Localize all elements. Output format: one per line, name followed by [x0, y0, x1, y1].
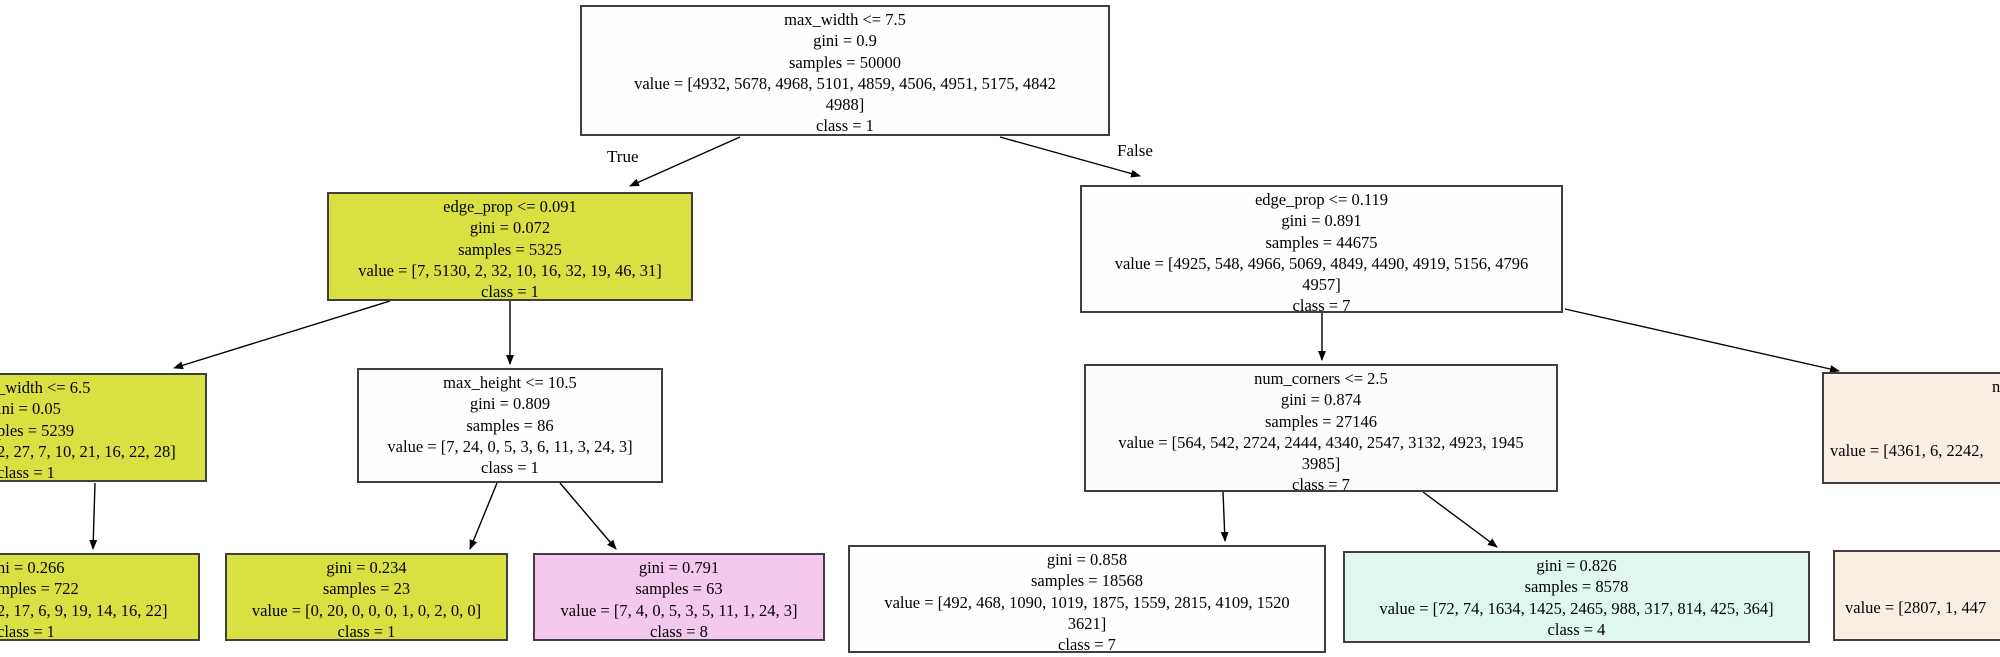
node-line: samples = 27146 [1265, 411, 1377, 431]
node-line: class = 7 [1292, 296, 1351, 316]
node-line: max_width <= 7.5 [784, 10, 906, 29]
node-line: samples = 63 [635, 579, 723, 599]
node-line: 3985] [1301, 454, 1341, 474]
node-line: gini = 0.826 [1536, 556, 1617, 575]
node-line: samples = 8578 [1524, 577, 1629, 597]
node-line: gini = 0.072 [469, 218, 551, 238]
node-line: edge_prop <= 0.119 [1254, 190, 1388, 209]
node-line: gini = 0.234 [326, 558, 407, 577]
node-line: class = 1 [481, 282, 539, 302]
node-line: samples = 50000 [789, 52, 901, 72]
node-line: ini = 0.05 [0, 399, 61, 419]
node-line: _width <= 6.5 [0, 378, 91, 397]
node-line: 4957] [1302, 275, 1341, 295]
node-line: value = [7, 4, 0, 5, 3, 5, 11, 1, 24, 3] [560, 600, 798, 620]
node-line: class = 4 [1547, 619, 1606, 639]
node-line [1835, 618, 2000, 639]
edge-label-false: False [1117, 141, 1153, 160]
node-line [1824, 461, 2000, 482]
node-line: value = [4925, 548, 4966, 5069, 4849, 44… [1114, 253, 1529, 273]
edge-l2right-to-farright [1564, 308, 1840, 373]
node-line [1835, 554, 2000, 575]
edge-root-true [629, 136, 741, 187]
node-line: 4988] [825, 95, 865, 115]
node-line: value = [72, 74, 1634, 1425, 2465, 988, … [1379, 598, 1774, 618]
node-line: class = 1 [337, 621, 396, 641]
node-line: class = 1 [0, 621, 55, 641]
node-line: gini = 0.809 [469, 394, 551, 414]
node-line: mples = 722 [0, 579, 79, 599]
node-line [1824, 397, 2000, 418]
edge-right-to-l4c [1220, 491, 1229, 542]
node-line: value = [4932, 5678, 4968, 5101, 4859, 4… [634, 73, 1056, 93]
node-line: num_corners <= 2.5 [1254, 369, 1388, 388]
node-line: value = [0, 20, 0, 0, 0, 1, 0, 2, 0, 0] [251, 600, 482, 620]
edge-label-true: True [607, 147, 639, 166]
node-line: value = [2807, 1, 447 [1845, 597, 1987, 617]
node-line: value = [4361, 6, 2242, [1830, 440, 1984, 460]
edge-right-to-l4d [1422, 491, 1498, 548]
node-line: edge_prop <= 0.091 [443, 197, 577, 216]
node-line [1835, 575, 2000, 596]
node-line [1824, 419, 2000, 440]
node-line: samples = 44675 [1265, 232, 1378, 252]
node-line: gini = 0.891 [1281, 211, 1362, 231]
node-line: class = 1 [481, 458, 539, 478]
edge-farleft-to-l4farleft [89, 482, 98, 550]
node-line: value = [7, 5130, 2, 32, 10, 16, 32, 19,… [358, 260, 662, 280]
node-line: samples = 86 [466, 415, 554, 435]
tree-leaf-bottom-right-cut: value = [2807, 1, 447 [1833, 550, 2000, 641]
node-line: class = 7 [1292, 475, 1350, 495]
node-line: value = [492, 468, 1090, 1019, 1875, 155… [884, 592, 1290, 612]
node-line: gini = 0.858 [1046, 550, 1128, 569]
node-line: ni = 0.266 [0, 558, 65, 577]
node-line: gini = 0.9 [813, 31, 877, 51]
node-line: gini = 0.791 [638, 558, 720, 577]
node-line: class = 1 [816, 116, 874, 136]
edge-mid-to-l4a [469, 482, 498, 550]
node-line: class = 8 [650, 621, 708, 641]
node-line: samples = 5325 [458, 239, 562, 259]
tree-node-far-right-cut: n value = [4361, 6, 2242, [1822, 372, 2000, 484]
node-line: samples = 18568 [1031, 571, 1143, 591]
node-line: value = [564, 542, 2724, 2444, 4340, 254… [1118, 432, 1524, 452]
node-line: ples = 5239 [0, 420, 75, 440]
node-line: 3621] [1067, 613, 1107, 633]
node-line: max_height <= 10.5 [443, 373, 577, 392]
node-line: 2, 17, 6, 9, 19, 14, 16, 22] [0, 600, 168, 620]
node-line: class = 7 [1058, 635, 1116, 655]
node-line: n [1992, 377, 2000, 396]
node-line: 2, 27, 7, 10, 21, 16, 22, 28] [0, 441, 176, 461]
node-line: samples = 23 [322, 579, 411, 599]
edge-l2left-to-farleft [173, 300, 391, 370]
node-line: class = 1 [0, 463, 55, 483]
node-line: value = [7, 24, 0, 5, 3, 6, 11, 3, 24, 3… [387, 436, 633, 456]
edge-mid-to-l4b [559, 482, 617, 550]
node-line: gini = 0.874 [1280, 390, 1362, 410]
